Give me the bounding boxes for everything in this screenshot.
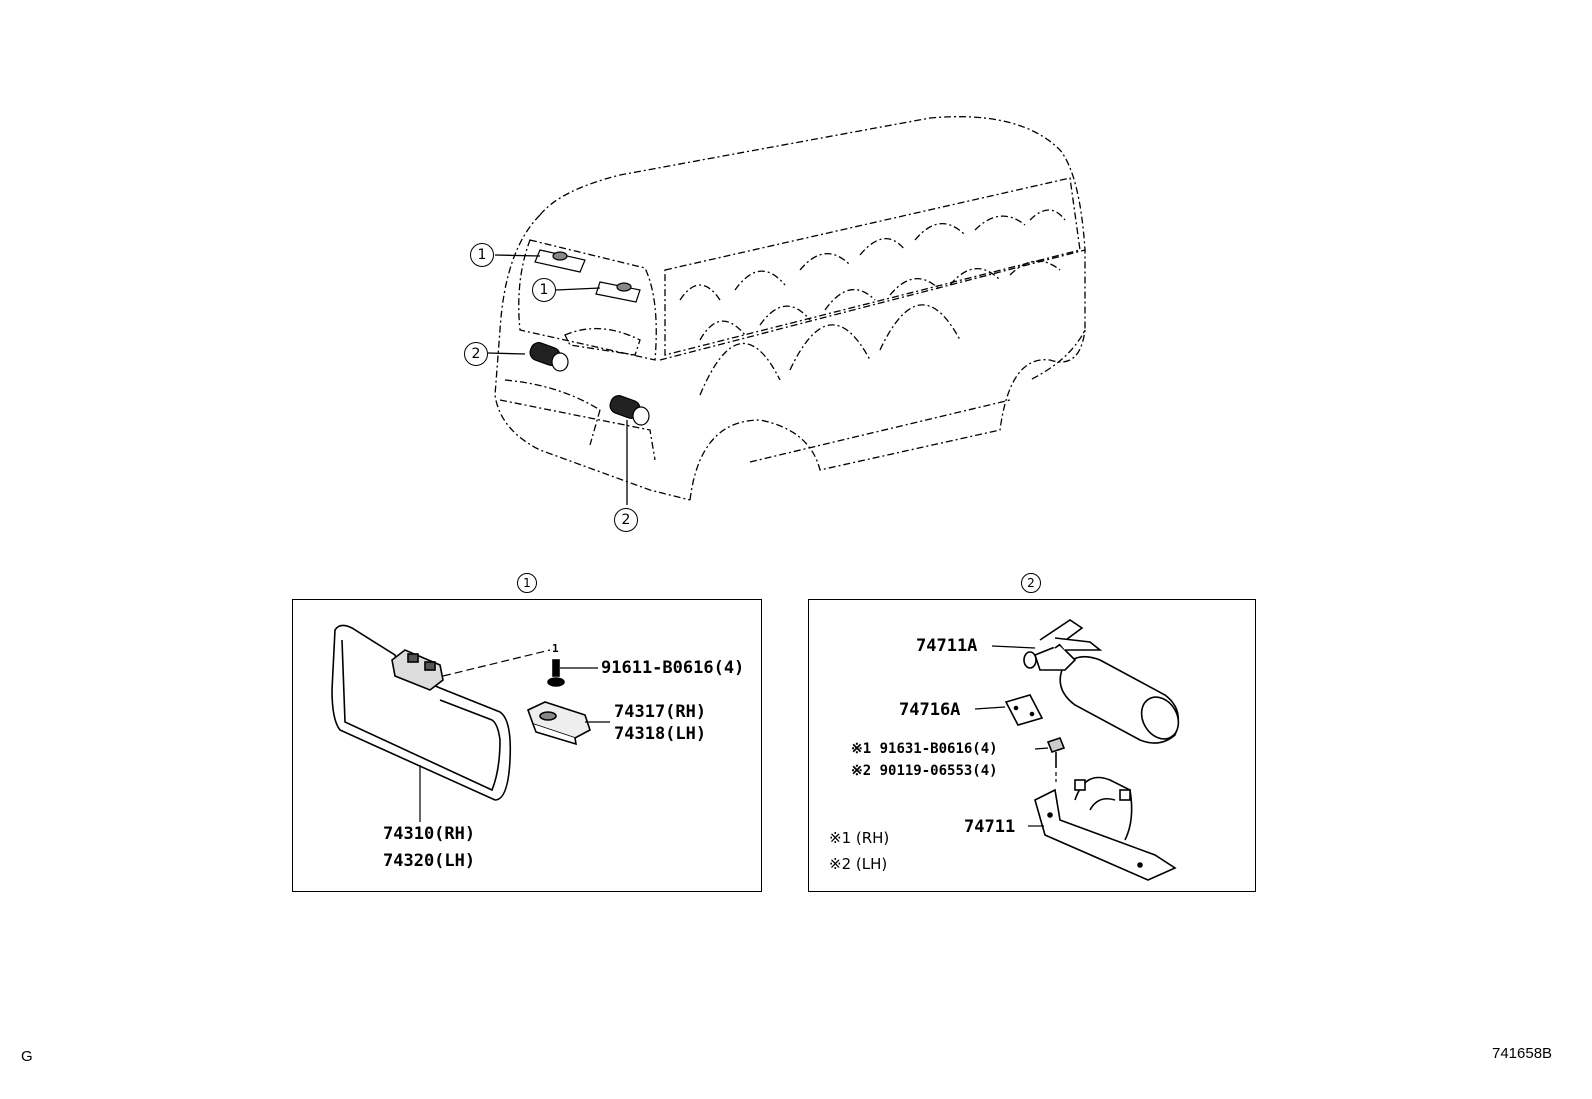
detail-2-panel xyxy=(808,599,1256,892)
callout-1-lower: 1 xyxy=(532,278,556,302)
leader-mark-1: 1 xyxy=(552,642,559,655)
part-74317-rh: 74317(RH) xyxy=(614,702,707,722)
callout-2-upper: 2 xyxy=(464,342,488,366)
detail-1-title: 1 xyxy=(517,573,537,593)
part-74711: 74711 xyxy=(964,817,1016,837)
callout-1-upper: 1 xyxy=(470,243,494,267)
part-90119-06553: ※2 90119-06553(4) xyxy=(851,763,998,779)
detail-1-panel xyxy=(292,599,762,892)
part-74716a: 74716A xyxy=(899,700,961,720)
part-91611-b0616: 91611-B0616(4) xyxy=(601,658,745,678)
diagram-id: 741658B xyxy=(1492,1045,1553,1062)
detail-2-title: 2 xyxy=(1021,573,1041,593)
note-rh: ※1 (RH) xyxy=(829,829,890,847)
part-74320-lh: 74320(LH) xyxy=(383,851,476,871)
part-74711a: 74711A xyxy=(916,636,978,656)
callout-2-lower: 2 xyxy=(614,508,638,532)
part-91631-b0616: ※1 91631-B0616(4) xyxy=(851,741,998,757)
part-74310-rh: 74310(RH) xyxy=(383,824,476,844)
part-74318-lh: 74318(LH) xyxy=(614,724,707,744)
note-lh: ※2 (LH) xyxy=(829,855,888,873)
footer-left-code: G xyxy=(21,1048,33,1065)
